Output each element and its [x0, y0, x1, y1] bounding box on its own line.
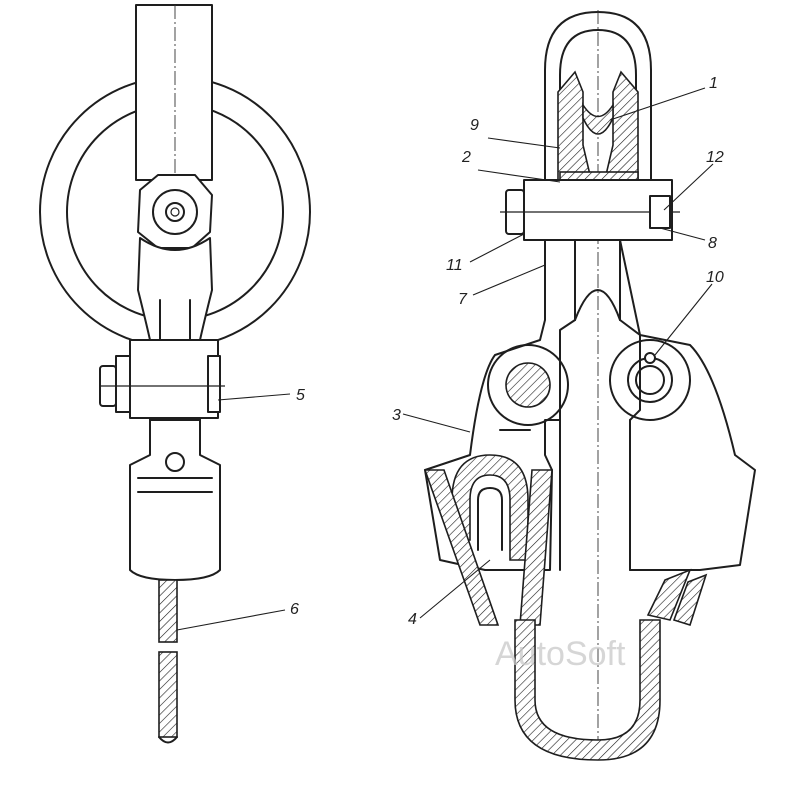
rope-socket [129, 419, 221, 581]
cotter-pin [644, 352, 656, 364]
bottom-hook [514, 619, 661, 761]
right-jaw-a [646, 568, 692, 621]
sheave-section-left [557, 70, 591, 181]
callout-11: 11 [446, 257, 463, 274]
right-cheek-plate [619, 239, 756, 571]
callout-2: 2 [461, 149, 471, 166]
top-link-inner [559, 29, 637, 181]
callout-4: 4 [408, 611, 417, 628]
callout-8: 8 [708, 235, 717, 252]
callout-3: 3 [392, 407, 401, 424]
section-view [423, 10, 756, 761]
callout-12: 12 [706, 149, 724, 166]
axle-washer [152, 189, 198, 235]
left-pivot-boss [487, 344, 569, 426]
pin-clevis [129, 339, 219, 419]
rope-lower [158, 651, 178, 738]
axle-hex-nut [137, 174, 213, 249]
sheave-section-right [605, 70, 639, 181]
callout-9: 9 [470, 117, 479, 134]
callout-7: 7 [458, 291, 468, 308]
callout-1: 1 [709, 75, 718, 92]
left-pivot-pin [505, 362, 551, 408]
callout-5: 5 [296, 387, 305, 404]
axle [523, 179, 673, 241]
right-jaw-b [672, 573, 708, 627]
inner-jaw [519, 469, 553, 626]
callout-6: 6 [290, 601, 299, 618]
top-strap [135, 4, 213, 181]
rope-upper [158, 579, 178, 643]
left-jaw [423, 469, 500, 626]
front-view [39, 4, 311, 744]
pin-collar-left [115, 355, 131, 413]
leader-lines [176, 87, 714, 631]
right-pivot-boss [609, 339, 691, 421]
rope-groove [582, 102, 614, 135]
watermark-text: AutoSoft [495, 635, 626, 673]
callout-10: 10 [706, 269, 724, 286]
axle-end-cap [649, 195, 671, 229]
callout-labels: 1 2 3 4 5 6 7 8 9 10 11 12 [290, 75, 724, 628]
pin-collar-right [207, 355, 221, 413]
